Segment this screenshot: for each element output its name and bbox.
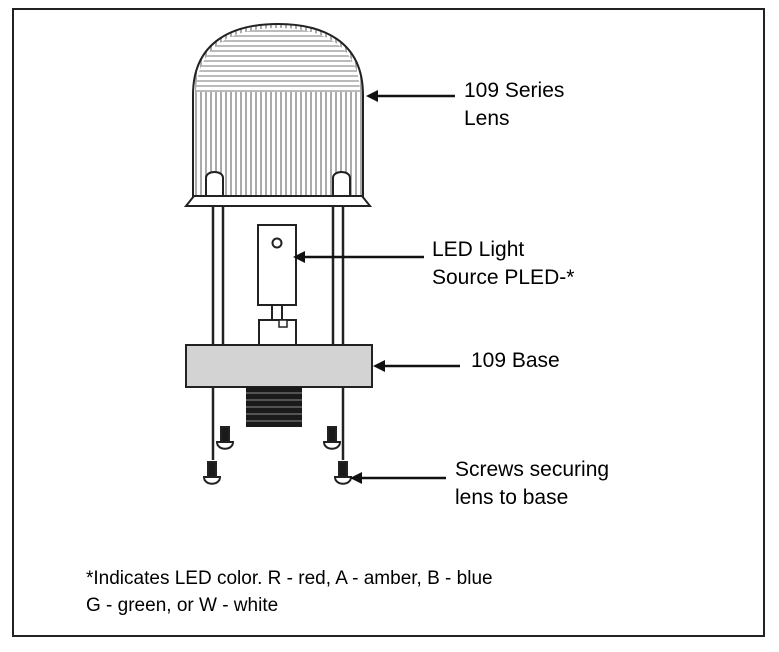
screws-label-line-1: Screws securing bbox=[455, 458, 610, 481]
screw-upper-right bbox=[322, 426, 342, 450]
lens-label-line-1: 109 Series bbox=[464, 79, 565, 102]
led-label-line-2: Source PLED-* bbox=[432, 266, 575, 289]
lens-label-line-2: Lens bbox=[464, 107, 510, 130]
footnote-line-2: G - green, or W - white bbox=[86, 595, 279, 616]
screw-upper-left bbox=[215, 426, 235, 450]
screw-lower-left bbox=[202, 461, 222, 485]
diagram-frame bbox=[12, 8, 765, 637]
lens-label: 109 Series Lens bbox=[464, 77, 564, 133]
screws-label: Screws securing lens to base bbox=[455, 456, 609, 512]
callout-arrows bbox=[293, 90, 460, 484]
screws-label-line-2: lens to base bbox=[455, 486, 569, 509]
lens-dome bbox=[183, 22, 373, 207]
screw-guide-lines bbox=[211, 206, 345, 460]
base-label: 109 Base bbox=[471, 349, 560, 372]
led-label: LED Light Source PLED-* bbox=[432, 236, 574, 292]
led-light-source bbox=[257, 224, 297, 346]
base-109 bbox=[185, 344, 373, 427]
screw-lower-right bbox=[333, 461, 353, 485]
screws bbox=[202, 426, 353, 485]
footnote-line-1: *Indicates LED color. R - red, A - amber… bbox=[86, 568, 493, 589]
led-color-footnote: *Indicates LED color. R - red, A - amber… bbox=[86, 565, 493, 619]
led-label-line-1: LED Light bbox=[432, 238, 525, 261]
